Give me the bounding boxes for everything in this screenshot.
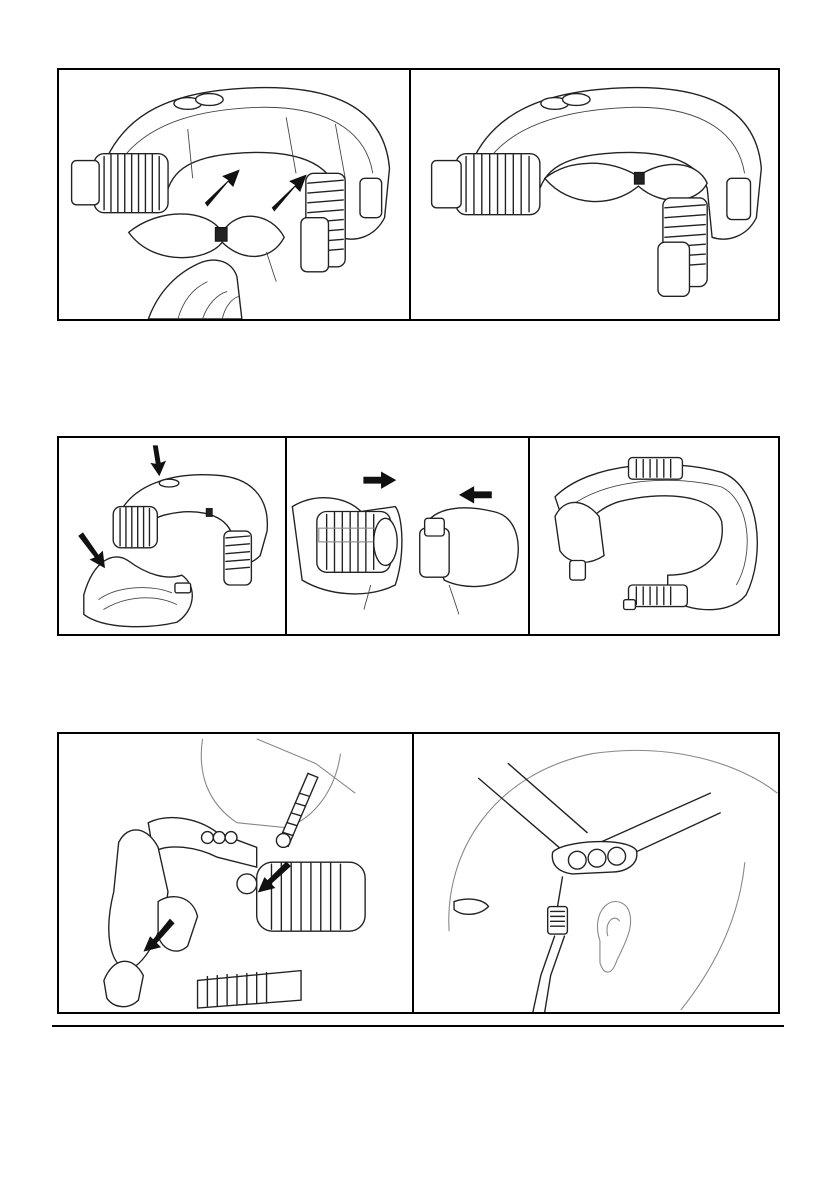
left-tube bbox=[432, 154, 540, 215]
arrow-icon bbox=[272, 175, 305, 210]
filter-installed-illustration bbox=[411, 70, 778, 319]
arrow-icon bbox=[205, 170, 238, 205]
panel-assembled-unit bbox=[528, 436, 780, 636]
assembled-unit-illustration bbox=[530, 438, 778, 634]
panel-filter-insert bbox=[57, 68, 411, 321]
panel-filter-installed bbox=[409, 68, 780, 321]
left-tube bbox=[72, 154, 168, 213]
ear-icon bbox=[597, 901, 630, 972]
head-view-illustration bbox=[414, 734, 778, 1012]
arrow-icon bbox=[460, 487, 491, 503]
panel-connector-push bbox=[285, 436, 530, 636]
hand-icon bbox=[148, 260, 241, 319]
panel-headband-connection bbox=[57, 732, 414, 1014]
bottom-rule bbox=[52, 1025, 784, 1027]
panel-breathing-tube-attach bbox=[57, 436, 287, 636]
panel-head-view bbox=[412, 732, 780, 1014]
face-mask bbox=[84, 557, 192, 627]
breathing-tube-illustration bbox=[59, 438, 285, 634]
arrow-icon bbox=[79, 533, 104, 567]
filter-insert-illustration bbox=[59, 70, 409, 319]
arrow-icon bbox=[151, 446, 165, 475]
arrow-icon bbox=[364, 472, 395, 488]
connector-push-illustration bbox=[287, 438, 528, 634]
headband-connection-illustration bbox=[59, 734, 412, 1012]
